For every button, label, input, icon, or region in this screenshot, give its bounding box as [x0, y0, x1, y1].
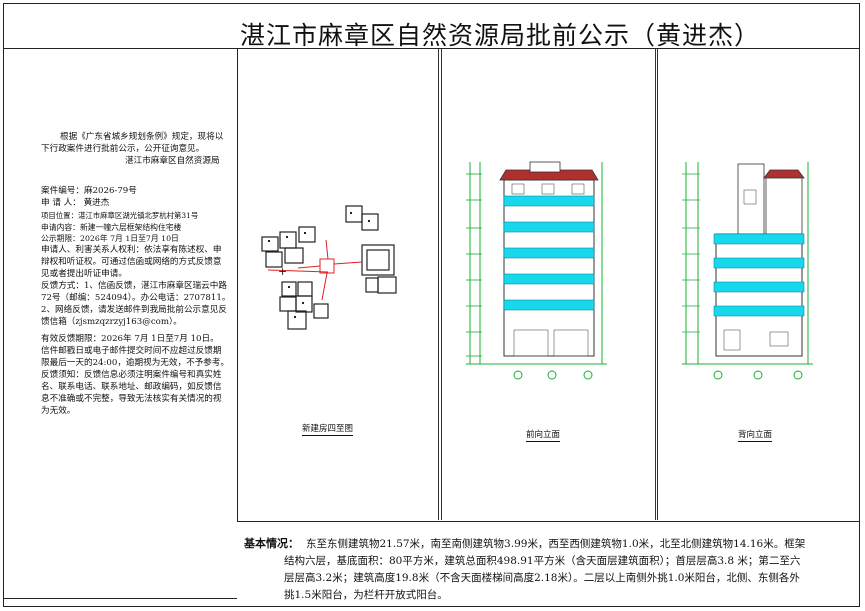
rights-line-1: 申请人、利害关系人权利：依法享有陈述权、申: [41, 245, 222, 255]
balcony: [713, 257, 805, 269]
page-title: 湛江市麻章区自然资源局批前公示（黄进杰）: [240, 21, 761, 50]
frame-bottom: [3, 606, 860, 607]
notice-line-3: 息不准确或不完整，导致无法核实有关情况的视: [41, 394, 222, 404]
balcony: [713, 305, 805, 317]
neighbor-building: [281, 281, 297, 297]
site-plan-drawing: +: [261, 205, 397, 330]
neighbor-building: [287, 310, 307, 330]
neighbor-building: [261, 236, 279, 252]
balcony: [503, 195, 595, 207]
applicant: 申 请 人： 黄进杰: [41, 198, 110, 208]
neighbor-building: [361, 244, 395, 276]
neighbor-building: [345, 205, 363, 223]
front-elevation-panel: [441, 49, 656, 520]
neighbor-building: [366, 249, 390, 271]
balcony: [713, 233, 805, 245]
basic-line-2: 结构六层，基底面积：80平方米，建筑总面积498.91平方米（含天面层建筑面积）…: [284, 555, 801, 567]
valid-line-3: 限最后一天的24:00，逾期视为无效，不予参考。: [41, 358, 230, 368]
valid-line-2: 信件邮戳日或电子邮件提交时间不应超过反馈期: [41, 346, 222, 356]
feedback-line-1: 反馈方式：1、信函反馈，湛江市麻章区瑞云中路: [41, 281, 227, 291]
dimension-line: [325, 239, 329, 260]
notice-line-2: 名、联系电话、联系地址、邮政编码，如反馈信: [41, 382, 222, 392]
valid-line-1: 有效反馈期限：2026年 7月 1日至7月 10日。: [41, 334, 219, 344]
rights-line-2: 辩权和听证权。可通过信函或网络的方式反馈意: [41, 257, 222, 267]
balcony: [503, 273, 595, 285]
rights-line-3: 见或者提出听证申请。: [41, 269, 127, 279]
intro-line-1: 根据《广东省城乡规划条例》规定，现将以: [60, 132, 224, 142]
frame-left: [3, 3, 4, 607]
frame-right: [859, 3, 860, 607]
basic-line-4: 挑1.5米阳台，为栏杆开放式阳台。: [284, 589, 448, 601]
dimension-line: [333, 261, 363, 265]
neighbor-building: [361, 213, 379, 231]
title-divider: [3, 48, 860, 49]
svg-text:+: +: [278, 265, 287, 278]
publicity-period: 公示期限：2026年 7月 1日至7月 10日: [41, 234, 179, 243]
neighbor-building: [279, 296, 297, 312]
front-elevation-drawing: [466, 161, 607, 380]
basic-divider: [237, 521, 859, 522]
neighbor-building: [365, 277, 379, 293]
balcony: [503, 247, 595, 259]
back-elevation-panel: [657, 49, 858, 520]
basic-heading: 基本情况：: [244, 537, 299, 550]
application-content: 申请内容：新建一幢六层框架结构住宅楼: [41, 223, 182, 232]
dimension-line: [297, 265, 321, 269]
column-divider: [237, 48, 238, 521]
new-house-outline: [319, 258, 335, 274]
neighbor-building: [377, 276, 397, 294]
basic-line-3: 层层高3.2米；建筑高度19.8米（不含天面楼梯间高度2.18米）。二层以上南侧…: [284, 572, 800, 584]
site-plan-label: 新建房四至图: [302, 424, 354, 436]
issuer: 湛江市麻章区自然资源局: [125, 156, 220, 166]
notice-line-1: 反馈须知：反馈信息必须注明案件编号和真实姓: [41, 370, 222, 380]
neighbor-building: [265, 251, 283, 268]
notice-line-4: 为无效。: [41, 406, 76, 416]
frame-top: [3, 3, 860, 4]
front-elevation-label: 前向立面: [526, 430, 561, 442]
intro-line-2: 下行政案件进行批前公示，公开征询意见。: [41, 144, 205, 154]
balcony: [503, 221, 595, 233]
feedback-line-2: 72号（邮编：524094）。办公电话：2707811。: [41, 293, 231, 303]
feedback-email: 馈信箱（zjsmzqzrzyj163@com）。: [41, 317, 182, 327]
basic-line-1: 东至东侧建筑物21.57米，南至南侧建筑物3.99米，西至西侧建筑物1.0米，北…: [306, 538, 806, 550]
neighbor-building: [298, 226, 316, 243]
back-elevation-drawing: [682, 162, 813, 380]
neighbor-building: [313, 303, 329, 319]
balcony: [503, 299, 595, 311]
dimension-line: [267, 269, 329, 273]
site-plan-panel: [238, 49, 439, 520]
balcony: [713, 281, 805, 293]
neighbor-building: [295, 295, 313, 313]
neighbor-building: [279, 231, 297, 249]
feedback-line-3: 2、网络反馈，请发送邮件到我局批前公示意见反: [41, 305, 227, 315]
left-column-bottom: [3, 598, 237, 599]
back-elevation-label: 背向立面: [738, 430, 773, 442]
neighbor-building: [297, 281, 313, 297]
project-location: 项目位置：湛江市麻章区湖光镇北罗杭村第31号: [41, 211, 199, 220]
neighbor-building: [284, 247, 304, 264]
dimension-line: [321, 272, 328, 301]
case-number: 案件编号：麻2026-79号: [41, 186, 137, 196]
